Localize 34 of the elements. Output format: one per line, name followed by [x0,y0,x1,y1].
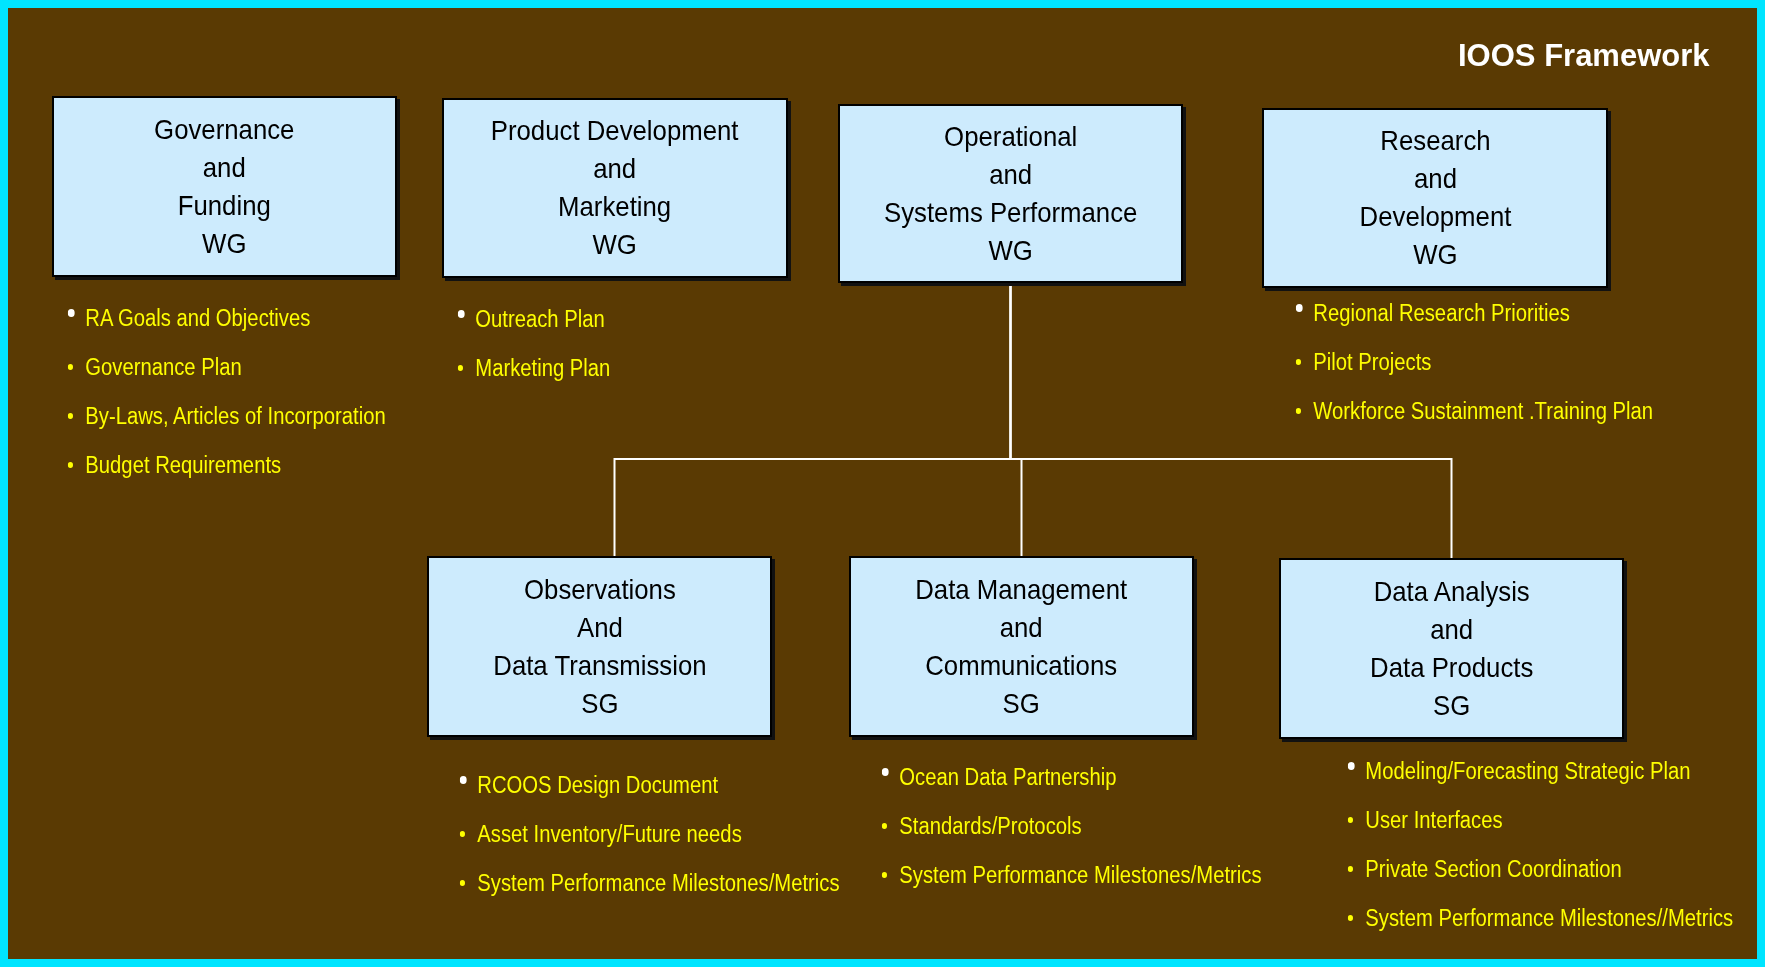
task-item: System Performance Milestones/Metrics [899,862,1262,888]
task-item: Regional Research Priorities [1313,300,1570,326]
task-item: Governance Plan [85,354,242,380]
task-item: By-Laws, Articles of Incorporation [85,403,386,429]
task-item: Ocean Data Partnership [899,764,1117,790]
group-box [1262,108,1608,288]
group-name: Observations And Data Transmission SG [492,572,707,721]
task-item: Budget Requirements [85,452,282,478]
task-item: Workforce Sustainment .Training Plan [1313,398,1654,424]
task-item: System Performance Milestones//Metrics [1365,905,1734,931]
group-box [52,96,397,277]
task-item: Asset Inventory/Future needs [477,821,742,847]
task-item: Private Section Coordination [1365,856,1622,882]
group-name: Governance and Funding WG [154,112,295,261]
group-name: Data Analysis and Data Products SG [1369,574,1534,723]
task-item: System Performance Milestones/Metrics [477,870,840,896]
task-item: RCOOS Design Document [477,772,719,798]
group-name: Data Management and Communications SG [915,572,1128,721]
group-box [849,556,1194,737]
group-name: Product Development and Marketing WG [491,114,739,262]
task-item: Pilot Projects [1313,349,1432,375]
task-item: Standards/Protocols [899,813,1082,839]
diagram-title: IOOS Framework [1458,38,1710,74]
task-item: RA Goals and Objectives [85,305,311,331]
task-item: User Interfaces [1365,807,1503,833]
task-item: Outreach Plan [475,306,605,332]
task-item: Marketing Plan [475,355,611,381]
group-box [442,98,788,278]
task-item: Modeling/Forecasting Strategic Plan [1365,758,1691,784]
group-box [838,104,1183,283]
group-name: Operational and Systems Performance WG [883,119,1138,268]
group-box [427,556,772,737]
group-box [1279,558,1624,739]
group-name: Research and Development WG [1359,124,1511,272]
